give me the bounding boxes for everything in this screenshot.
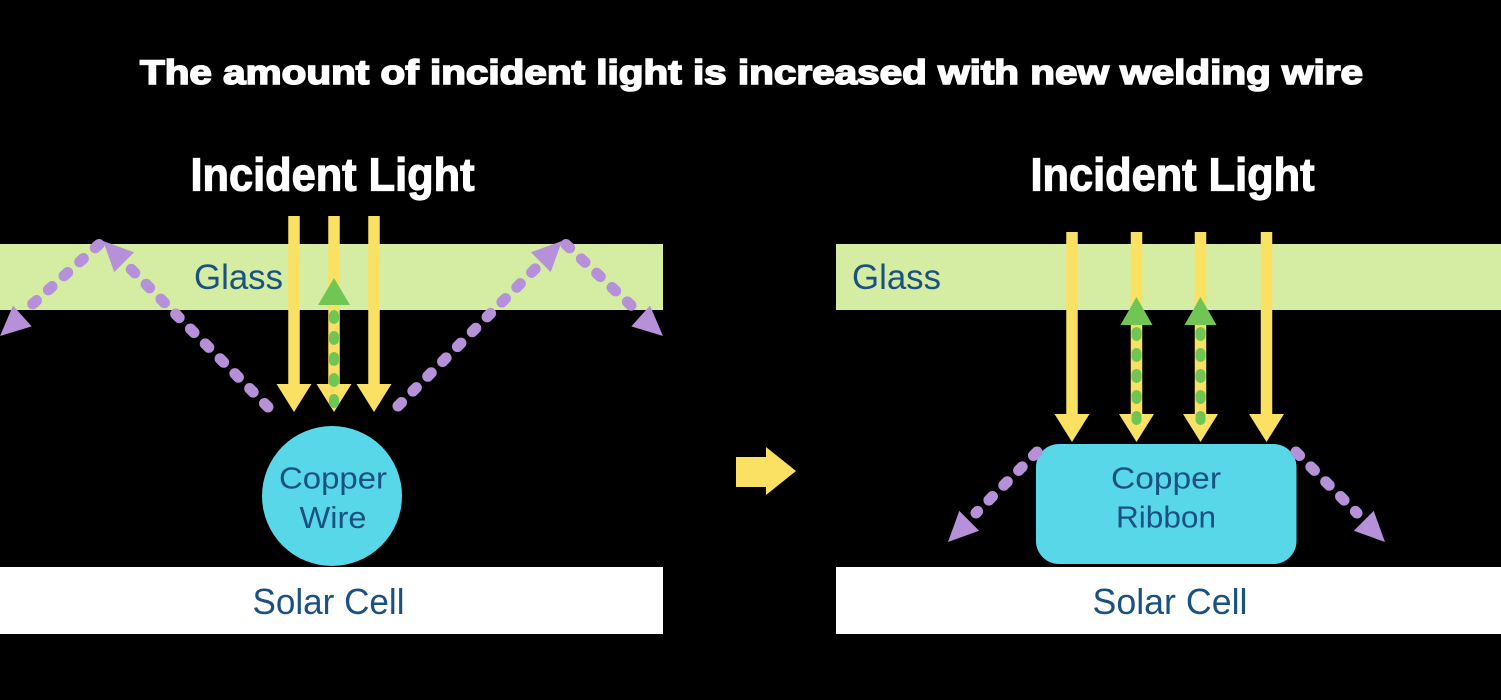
- svg-text:Wire: Wire: [300, 500, 367, 535]
- svg-text:Copper: Copper: [1111, 461, 1221, 496]
- svg-text:Incident Light: Incident Light: [1031, 149, 1315, 201]
- svg-text:The amount of incident light i: The amount of incident light is increase…: [140, 54, 1363, 92]
- svg-text:Copper: Copper: [279, 461, 387, 496]
- svg-text:Glass: Glass: [852, 258, 941, 297]
- svg-text:Solar Cell: Solar Cell: [253, 581, 405, 622]
- svg-text:Solar Cell: Solar Cell: [1093, 581, 1248, 622]
- svg-text:Glass: Glass: [194, 258, 283, 297]
- svg-text:Incident Light: Incident Light: [191, 149, 475, 201]
- svg-text:Ribbon: Ribbon: [1116, 499, 1216, 534]
